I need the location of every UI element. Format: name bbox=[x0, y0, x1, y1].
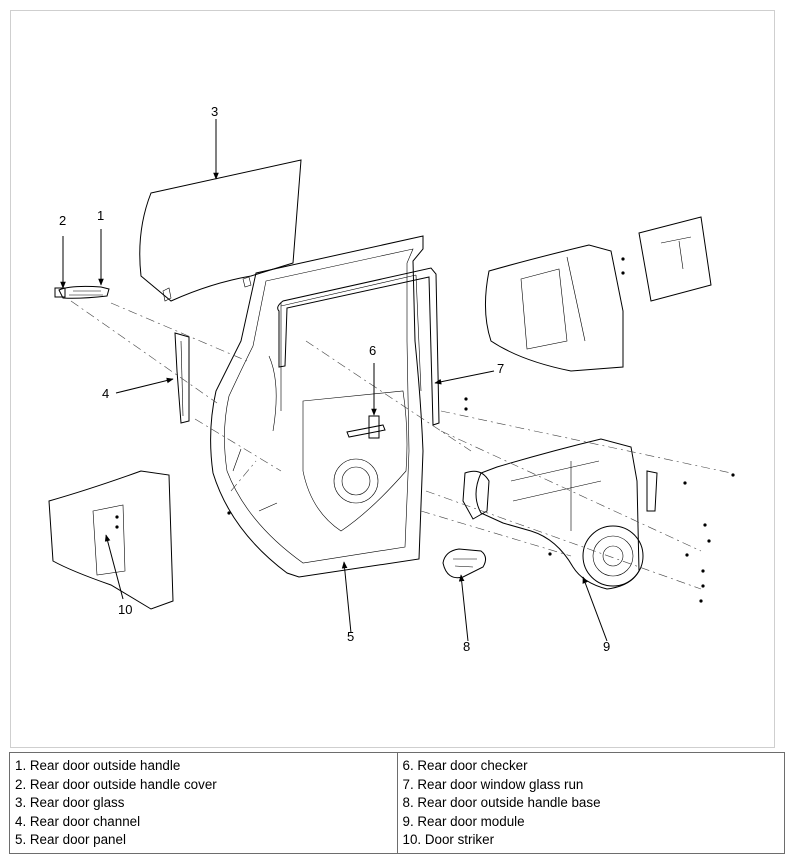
legend-column-right: 6. Rear door checker 7. Rear door window… bbox=[396, 753, 785, 853]
legend-item: 5. Rear door panel bbox=[15, 832, 126, 847]
rear-door-module bbox=[462, 438, 658, 590]
legend-item: 9. Rear door module bbox=[402, 813, 525, 829]
callout-7: 7 bbox=[497, 361, 505, 376]
rear-door-outside-handle bbox=[54, 285, 110, 299]
rear-door-glass bbox=[139, 159, 302, 302]
parts-legend-table: 1. Rear door outside handle 2. Rear door… bbox=[9, 752, 785, 854]
body-side-inset-lower bbox=[48, 470, 174, 610]
legend-item: 1. Rear door outside handle bbox=[15, 758, 181, 773]
rear-door-outside-handle-base bbox=[442, 548, 487, 579]
legend-item: 10. Door striker bbox=[402, 832, 495, 847]
callout-4: 4 bbox=[102, 386, 110, 401]
rear-door-channel bbox=[174, 332, 190, 424]
callout-5: 5 bbox=[347, 629, 355, 644]
body-side-inset-upper bbox=[484, 216, 712, 372]
callout-10: 10 bbox=[118, 602, 133, 617]
legend-item: 3. Rear door glass bbox=[15, 795, 125, 810]
rear-door-checker bbox=[346, 415, 386, 439]
legend-column-left: 1. Rear door outside handle 2. Rear door… bbox=[10, 753, 397, 853]
rear-door-window-glass-run bbox=[277, 267, 440, 426]
legend-item: 2. Rear door outside handle cover bbox=[15, 776, 217, 792]
leader-lines bbox=[60, 119, 608, 642]
assembly-lines bbox=[70, 300, 732, 590]
legend-item: 4. Rear door channel bbox=[15, 813, 141, 829]
callout-2: 2 bbox=[59, 213, 67, 228]
callout-3: 3 bbox=[211, 104, 219, 119]
callout-9: 9 bbox=[603, 639, 611, 654]
exploded-view-diagram: 3 2 1 4 6 7 10 5 8 9 bbox=[10, 10, 775, 748]
bolts bbox=[115, 257, 735, 603]
callout-6: 6 bbox=[369, 343, 377, 358]
callout-8: 8 bbox=[463, 639, 471, 654]
callout-1: 1 bbox=[97, 208, 105, 223]
legend-item: 7. Rear door window glass run bbox=[402, 776, 584, 792]
legend-item: 8. Rear door outside handle base bbox=[402, 795, 601, 810]
legend-item: 6. Rear door checker bbox=[402, 758, 528, 773]
rear-door-panel bbox=[210, 235, 424, 578]
diagram-drawing bbox=[48, 119, 735, 642]
